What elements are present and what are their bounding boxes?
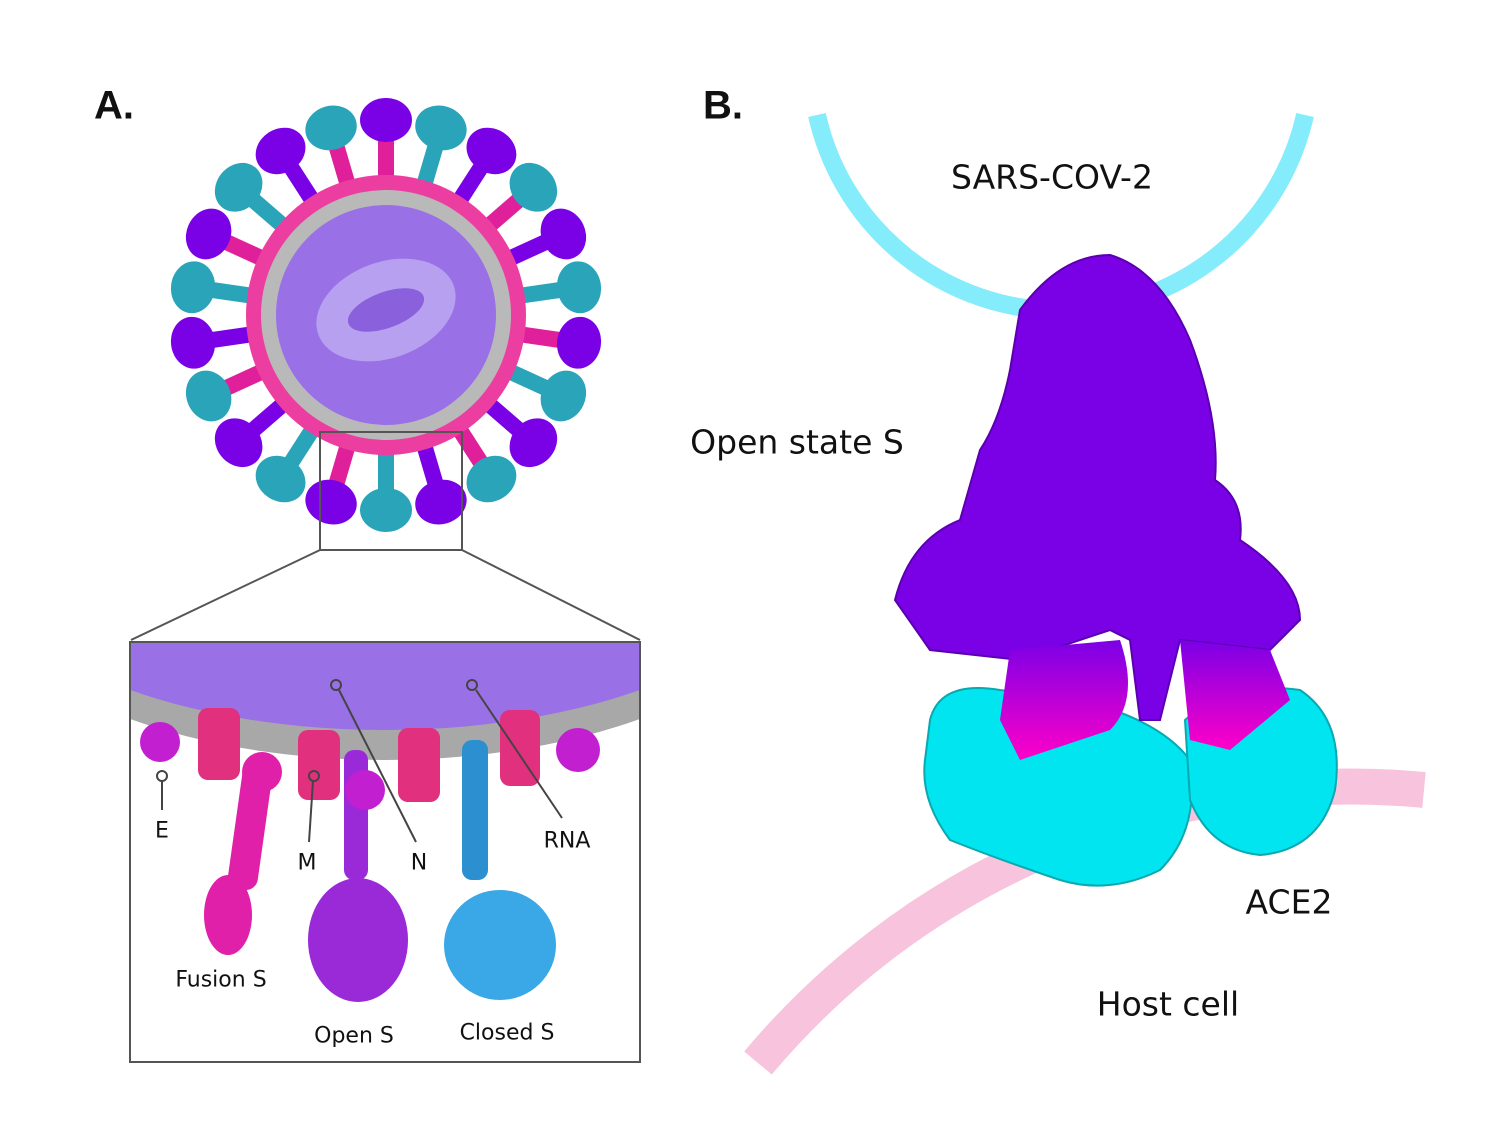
spike-protein	[170, 261, 259, 314]
spike-protein	[305, 105, 358, 193]
spike-protein	[414, 105, 467, 193]
zoom-line-left	[130, 549, 321, 641]
spike-protein	[479, 162, 558, 236]
spike-protein	[360, 98, 412, 185]
spike-protein	[305, 437, 358, 525]
virus-label: SARS-COV-2	[951, 157, 1153, 197]
label-n: N	[410, 850, 428, 876]
spike-label: Open state S	[690, 422, 904, 462]
m-proteins	[198, 708, 600, 802]
zoom-line-right	[461, 549, 641, 641]
label-e: E	[155, 818, 169, 844]
inset-box	[129, 641, 641, 1063]
spike-protein	[414, 437, 467, 525]
label-m: M	[297, 850, 317, 876]
virion-spikes	[170, 98, 602, 532]
ace2-label: ACE2	[1245, 882, 1333, 922]
panel-b-illustration	[744, 113, 1426, 1075]
panel-a-label: A.	[94, 83, 134, 128]
host-cell-label: Host cell	[1096, 984, 1240, 1024]
spike-protein	[449, 127, 517, 210]
spike-protein	[500, 208, 587, 269]
spike-protein	[185, 361, 272, 422]
spike-protein	[185, 208, 272, 269]
label-rna: RNA	[543, 828, 591, 854]
spike-protein	[170, 316, 259, 369]
open-spike	[308, 750, 408, 1002]
ace2-receptors	[923, 687, 1338, 887]
spike-protein	[214, 394, 293, 468]
e-protein	[140, 722, 180, 762]
spike-protein	[513, 316, 602, 369]
inset-illustration	[131, 643, 639, 1002]
leader-lines	[156, 679, 563, 843]
virion	[170, 98, 602, 532]
label-fusion-s: Fusion S	[175, 967, 267, 993]
open-spike-protein	[893, 253, 1302, 760]
label-closed-s: Closed S	[459, 1020, 555, 1046]
spike-protein	[214, 162, 293, 236]
fusion-spike	[204, 752, 282, 955]
zoom-region-box	[319, 431, 463, 551]
spike-protein	[255, 420, 323, 503]
spike-protein	[513, 261, 602, 314]
spike-protein	[479, 394, 558, 468]
spike-protein	[255, 127, 323, 210]
label-open-s: Open S	[314, 1023, 394, 1049]
spike-protein	[360, 445, 412, 532]
panel-b-label: B.	[703, 83, 743, 128]
spike-protein	[500, 361, 587, 422]
closed-spike	[444, 740, 556, 1000]
